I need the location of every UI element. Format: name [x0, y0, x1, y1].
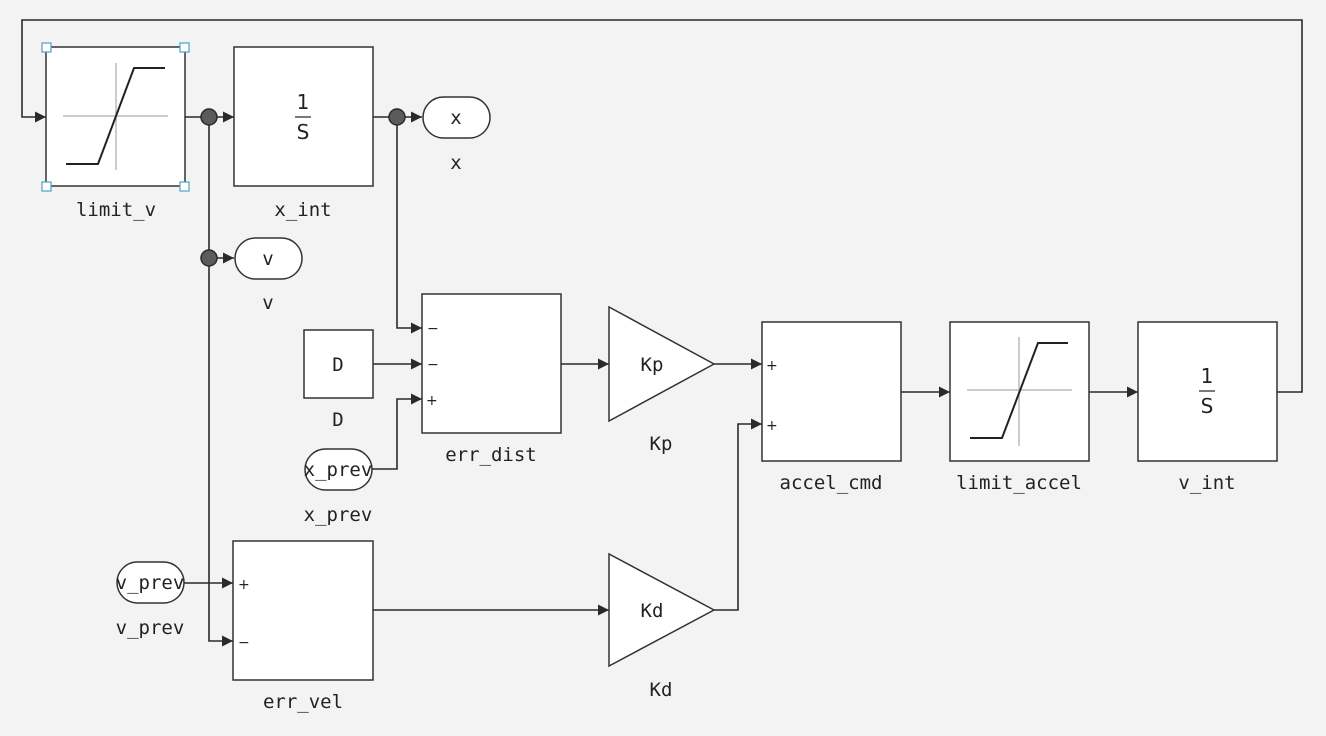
- signal-line-x-prev[interactable]: [372, 393, 422, 470]
- err-dist-sign-3: +: [426, 393, 438, 409]
- v-int-label: v_int: [1178, 472, 1235, 494]
- err-dist-label: err_dist: [445, 444, 537, 466]
- signal-line-x-branch[interactable]: [396, 117, 422, 334]
- from-x-prev-label: x_prev: [304, 504, 373, 526]
- gain-kd-value: Kd: [641, 600, 664, 622]
- goto-x-block[interactable]: x x: [422, 96, 491, 174]
- x-int-label: x_int: [274, 199, 331, 221]
- constant-d-value: D: [332, 354, 343, 376]
- err-dist-sign-2: −: [427, 357, 439, 373]
- gain-kp-block[interactable]: Kp Kp: [608, 305, 716, 455]
- x-int-numerator: 1: [297, 90, 310, 114]
- limit-accel-label: limit_accel: [956, 472, 1082, 494]
- err-vel-label: err_vel: [263, 691, 343, 713]
- goto-x-label: x: [450, 152, 461, 174]
- accel-cmd-block[interactable]: + + accel_cmd: [761, 321, 902, 494]
- from-x-prev-block[interactable]: x_prev x_prev: [304, 448, 373, 526]
- signal-line-v-branch[interactable]: [208, 117, 233, 647]
- limit-accel-block[interactable]: limit_accel: [949, 321, 1090, 494]
- signal-lines: [21, 19, 1303, 647]
- accel-cmd-label: accel_cmd: [780, 472, 883, 494]
- x-int-denominator: S: [297, 120, 310, 144]
- goto-v-tag: v: [262, 248, 273, 270]
- gain-kp-label: Kp: [650, 433, 673, 455]
- saturation-icon: [970, 342, 1068, 439]
- selection-handles[interactable]: [41, 42, 190, 192]
- x-int-block[interactable]: 1 S x_int: [233, 46, 374, 221]
- from-x-prev-tag: x_prev: [304, 459, 373, 481]
- v-int-block[interactable]: 1 S v_int: [1137, 321, 1278, 494]
- branch-point: [388, 108, 406, 126]
- err-vel-block[interactable]: + − err_vel: [232, 540, 374, 713]
- v-int-numerator: 1: [1201, 364, 1214, 388]
- from-v-prev-label: v_prev: [116, 617, 185, 639]
- goto-v-block[interactable]: v v: [234, 237, 303, 314]
- feedback-line[interactable]: [21, 19, 1303, 393]
- err-vel-sign-1: +: [238, 577, 250, 593]
- err-dist-sign-1: −: [427, 321, 439, 337]
- signal-line-kd-out[interactable]: [714, 418, 762, 611]
- gain-kd-block[interactable]: Kd Kd: [608, 552, 716, 701]
- err-vel-sign-2: −: [238, 635, 250, 651]
- accel-cmd-sign-1: +: [766, 358, 778, 374]
- accel-cmd-sign-2: +: [766, 418, 778, 434]
- goto-x-tag: x: [450, 107, 461, 129]
- constant-d-block[interactable]: D D: [303, 329, 374, 431]
- gain-kp-value: Kp: [641, 354, 664, 376]
- goto-v-label: v: [262, 292, 273, 314]
- err-dist-block[interactable]: − − + err_dist: [421, 293, 562, 466]
- from-v-prev-block[interactable]: v_prev v_prev: [116, 561, 185, 639]
- branch-point: [200, 108, 218, 126]
- branch-point: [200, 249, 218, 267]
- gain-kd-label: Kd: [650, 679, 673, 701]
- v-int-denominator: S: [1201, 394, 1214, 418]
- limit-v-label: limit_v: [76, 199, 156, 221]
- from-v-prev-tag: v_prev: [116, 572, 185, 594]
- constant-d-label: D: [332, 409, 343, 431]
- saturation-icon: [66, 67, 165, 165]
- limit-v-block[interactable]: limit_v: [41, 42, 190, 221]
